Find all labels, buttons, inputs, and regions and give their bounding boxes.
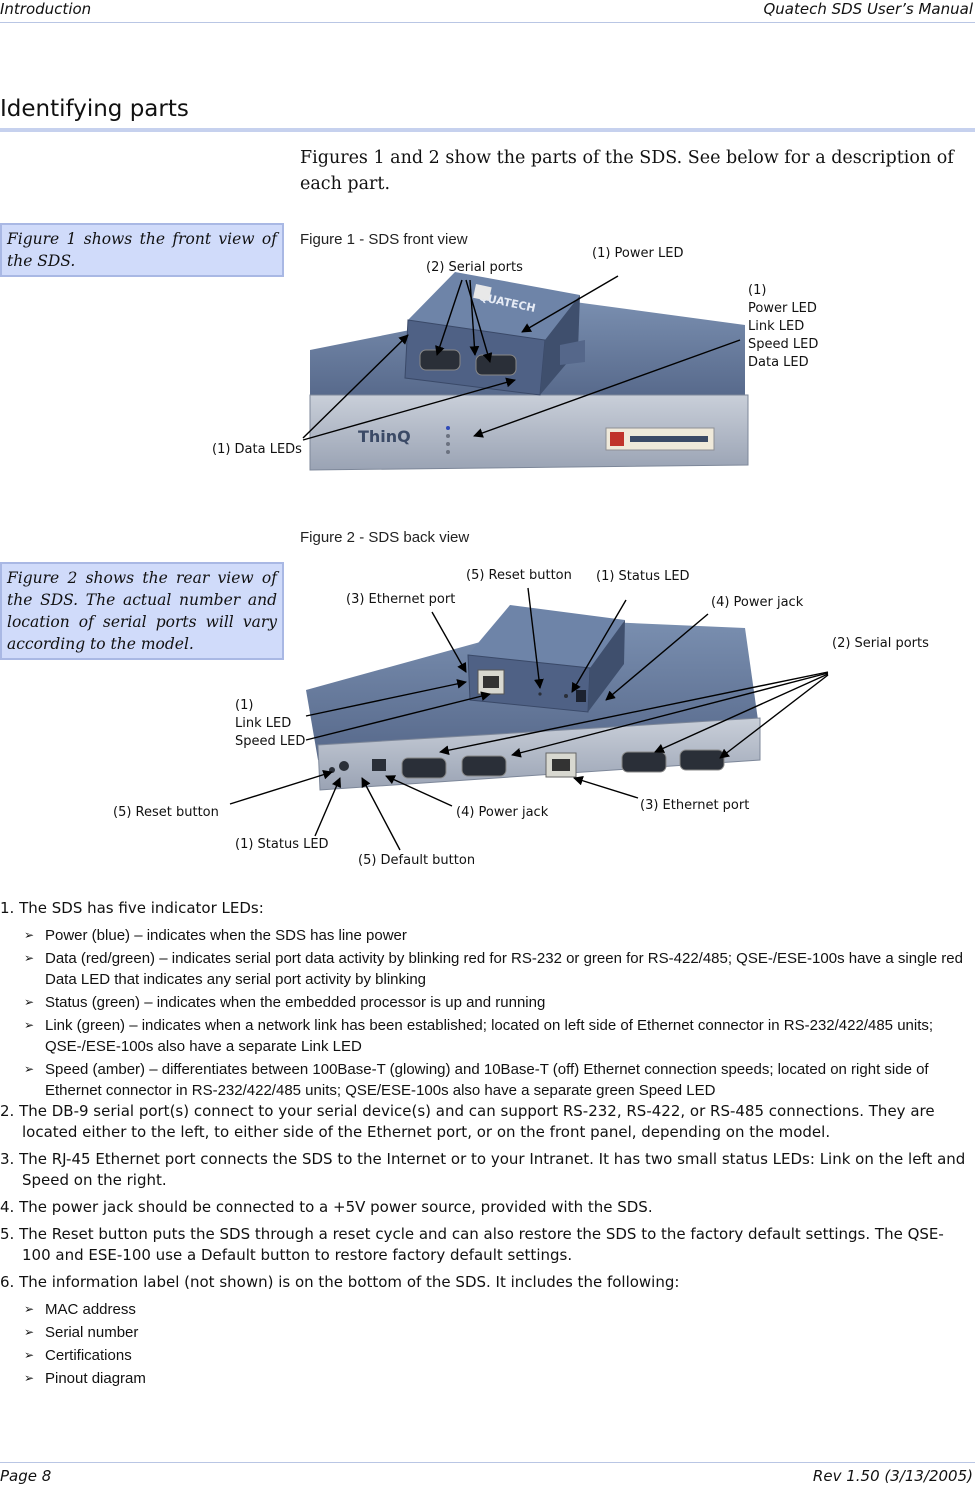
led-group-line: (1) (748, 283, 767, 298)
bullet-text: Pinout diagram (45, 1370, 146, 1387)
figure-2-caption: Figure 2 - SDS back view (300, 529, 470, 546)
fig2-ethernet-port-top-label: (3) Ethernet port (346, 592, 456, 607)
list-item-1-bullet: ➢ Data (red/green) – indicates serial por… (0, 948, 970, 990)
serial-port-1 (419, 349, 461, 371)
arrow-bullet-icon: ➢ (24, 1371, 35, 1385)
fig2-status-led-bottom-label: (1) Status LED (235, 837, 329, 852)
fig1-power-led-label: (1) Power LED (592, 246, 684, 261)
list-item-3: 3. The RJ-45 Ethernet port connects the … (0, 1150, 966, 1189)
thinq-logo-large: ThinQ (358, 427, 411, 446)
link-speed-line: Link LED (235, 716, 292, 731)
arrow-bullet-icon: ➢ (24, 1062, 35, 1076)
sds-back-view-photo (306, 605, 761, 791)
arrow-bullet-icon: ➢ (24, 928, 35, 942)
footer-right: Rev 1.50 (3/13/2005) (812, 1467, 973, 1485)
list-item-6: 6. The information label (not shown) is … (0, 1273, 680, 1291)
sds-front-view-photo: ThinQ QUATECH (309, 272, 749, 471)
section-title: Identifying parts (0, 96, 189, 122)
fig2-power-jack-top-label: (4) Power jack (711, 595, 804, 610)
list-item-6-bullet: ➢ Certifications (0, 1345, 970, 1366)
header-left: Introduction (0, 0, 92, 18)
status-led-large (339, 761, 349, 771)
arrow-bullet-icon: ➢ (24, 1348, 35, 1362)
bullet-text: Link (green) – indicates when a network … (45, 1017, 934, 1055)
link-speed-line: (1) (235, 698, 254, 713)
arrow-bullet-icon: ➢ (24, 1018, 35, 1032)
link-speed-line: Speed LED (235, 734, 306, 749)
led-group-line: Data LED (748, 355, 809, 370)
fig2-default-button-label: (5) Default button (358, 853, 476, 868)
fig2-ethernet-port-bottom-label: (3) Ethernet port (640, 798, 750, 813)
list-item-1-bullet: ➢ Power (blue) – indicates when the SDS h… (0, 925, 970, 946)
fig2-power-jack-bottom-label: (4) Power jack (456, 805, 549, 820)
arrow-bullet-icon: ➢ (24, 995, 35, 1009)
list-item-1-bullet: ➢ Status (green) – indicates when the emb… (0, 992, 970, 1013)
list-item-1-bullet: ➢ Link (green) – indicates when a network… (0, 1015, 970, 1057)
fig2-serial-ports-label: (2) Serial ports (832, 636, 929, 651)
side-note-figure-1: Figure 1 shows the front view of the SDS… (0, 223, 284, 277)
power-led (446, 426, 450, 430)
list-item-4: 4. The power jack should be connected to… (0, 1198, 653, 1216)
section-rule (0, 128, 975, 132)
list-item-2: 2. The DB-9 serial port(s) connect to yo… (0, 1102, 935, 1141)
bullet-text: MAC address (45, 1301, 136, 1318)
parts-description-list: 1. The SDS has five indicator LEDs: ➢ Pow… (0, 898, 970, 1391)
fig2-reset-button-bottom-label: (5) Reset button (113, 805, 219, 820)
arrow-bullet-icon: ➢ (24, 1325, 35, 1339)
fig2-reset-button-top-label: (5) Reset button (466, 568, 572, 583)
fig2-link-speed-label: (1) Link LED Speed LED (235, 697, 305, 751)
list-item-5: 5. The Reset button puts the SDS through… (0, 1225, 944, 1264)
list-item-1-bullet: ➢ Speed (amber) – differentiates between … (0, 1059, 970, 1101)
bullet-text: Data (red/green) – indicates serial port… (45, 950, 963, 988)
footer-left: Page 8 (0, 1467, 52, 1485)
intro-paragraph: Figures 1 and 2 show the parts of the SD… (300, 148, 954, 194)
bullet-text: Certifications (45, 1347, 132, 1364)
list-item-6-bullet: ➢ Serial number (0, 1322, 970, 1343)
figure-1-callout-arrows (302, 275, 741, 441)
fig2-status-led-top-label: (1) Status LED (596, 569, 690, 584)
figure-1-caption: Figure 1 - SDS front view (300, 231, 468, 248)
bullet-text: Power (blue) – indicates when the SDS ha… (45, 927, 407, 944)
page-header: Introduction Quatech SDS User’s Manual (0, 0, 975, 23)
page-footer: Page 8 Rev 1.50 (3/13/2005) (0, 1462, 975, 1485)
led-group-line: Link LED (748, 319, 805, 334)
serial-port-2 (475, 354, 517, 376)
led-group-line: Power LED (748, 301, 817, 316)
fig1-led-group-label: (1) Power LED Link LED Speed LED Data LE… (748, 282, 818, 372)
list-item-1: 1. The SDS has five indicator LEDs: (0, 899, 264, 917)
bullet-text: Speed (amber) – differentiates between 1… (45, 1061, 929, 1099)
led-group-line: Speed LED (748, 337, 819, 352)
header-right: Quatech SDS User’s Manual (763, 0, 973, 18)
side-note-figure-2: Figure 2 shows the rear view of the SDS.… (0, 562, 284, 660)
bullet-text: Status (green) – indicates when the embe… (45, 994, 546, 1011)
list-item-6-bullet: ➢ MAC address (0, 1299, 970, 1320)
figure-2-callout-arrows (229, 587, 829, 851)
bullet-text: Serial number (45, 1324, 139, 1341)
arrow-bullet-icon: ➢ (24, 951, 35, 965)
power-jack-large (372, 759, 386, 771)
arrow-bullet-icon: ➢ (24, 1302, 35, 1316)
figure-illustrations: ThinQ QUATECH (229, 272, 829, 851)
list-item-6-bullet: ➢ Pinout diagram (0, 1368, 970, 1389)
fig1-serial-ports-label: (2) Serial ports (426, 260, 523, 275)
fig1-data-leds-label: (1) Data LEDs (212, 442, 302, 457)
